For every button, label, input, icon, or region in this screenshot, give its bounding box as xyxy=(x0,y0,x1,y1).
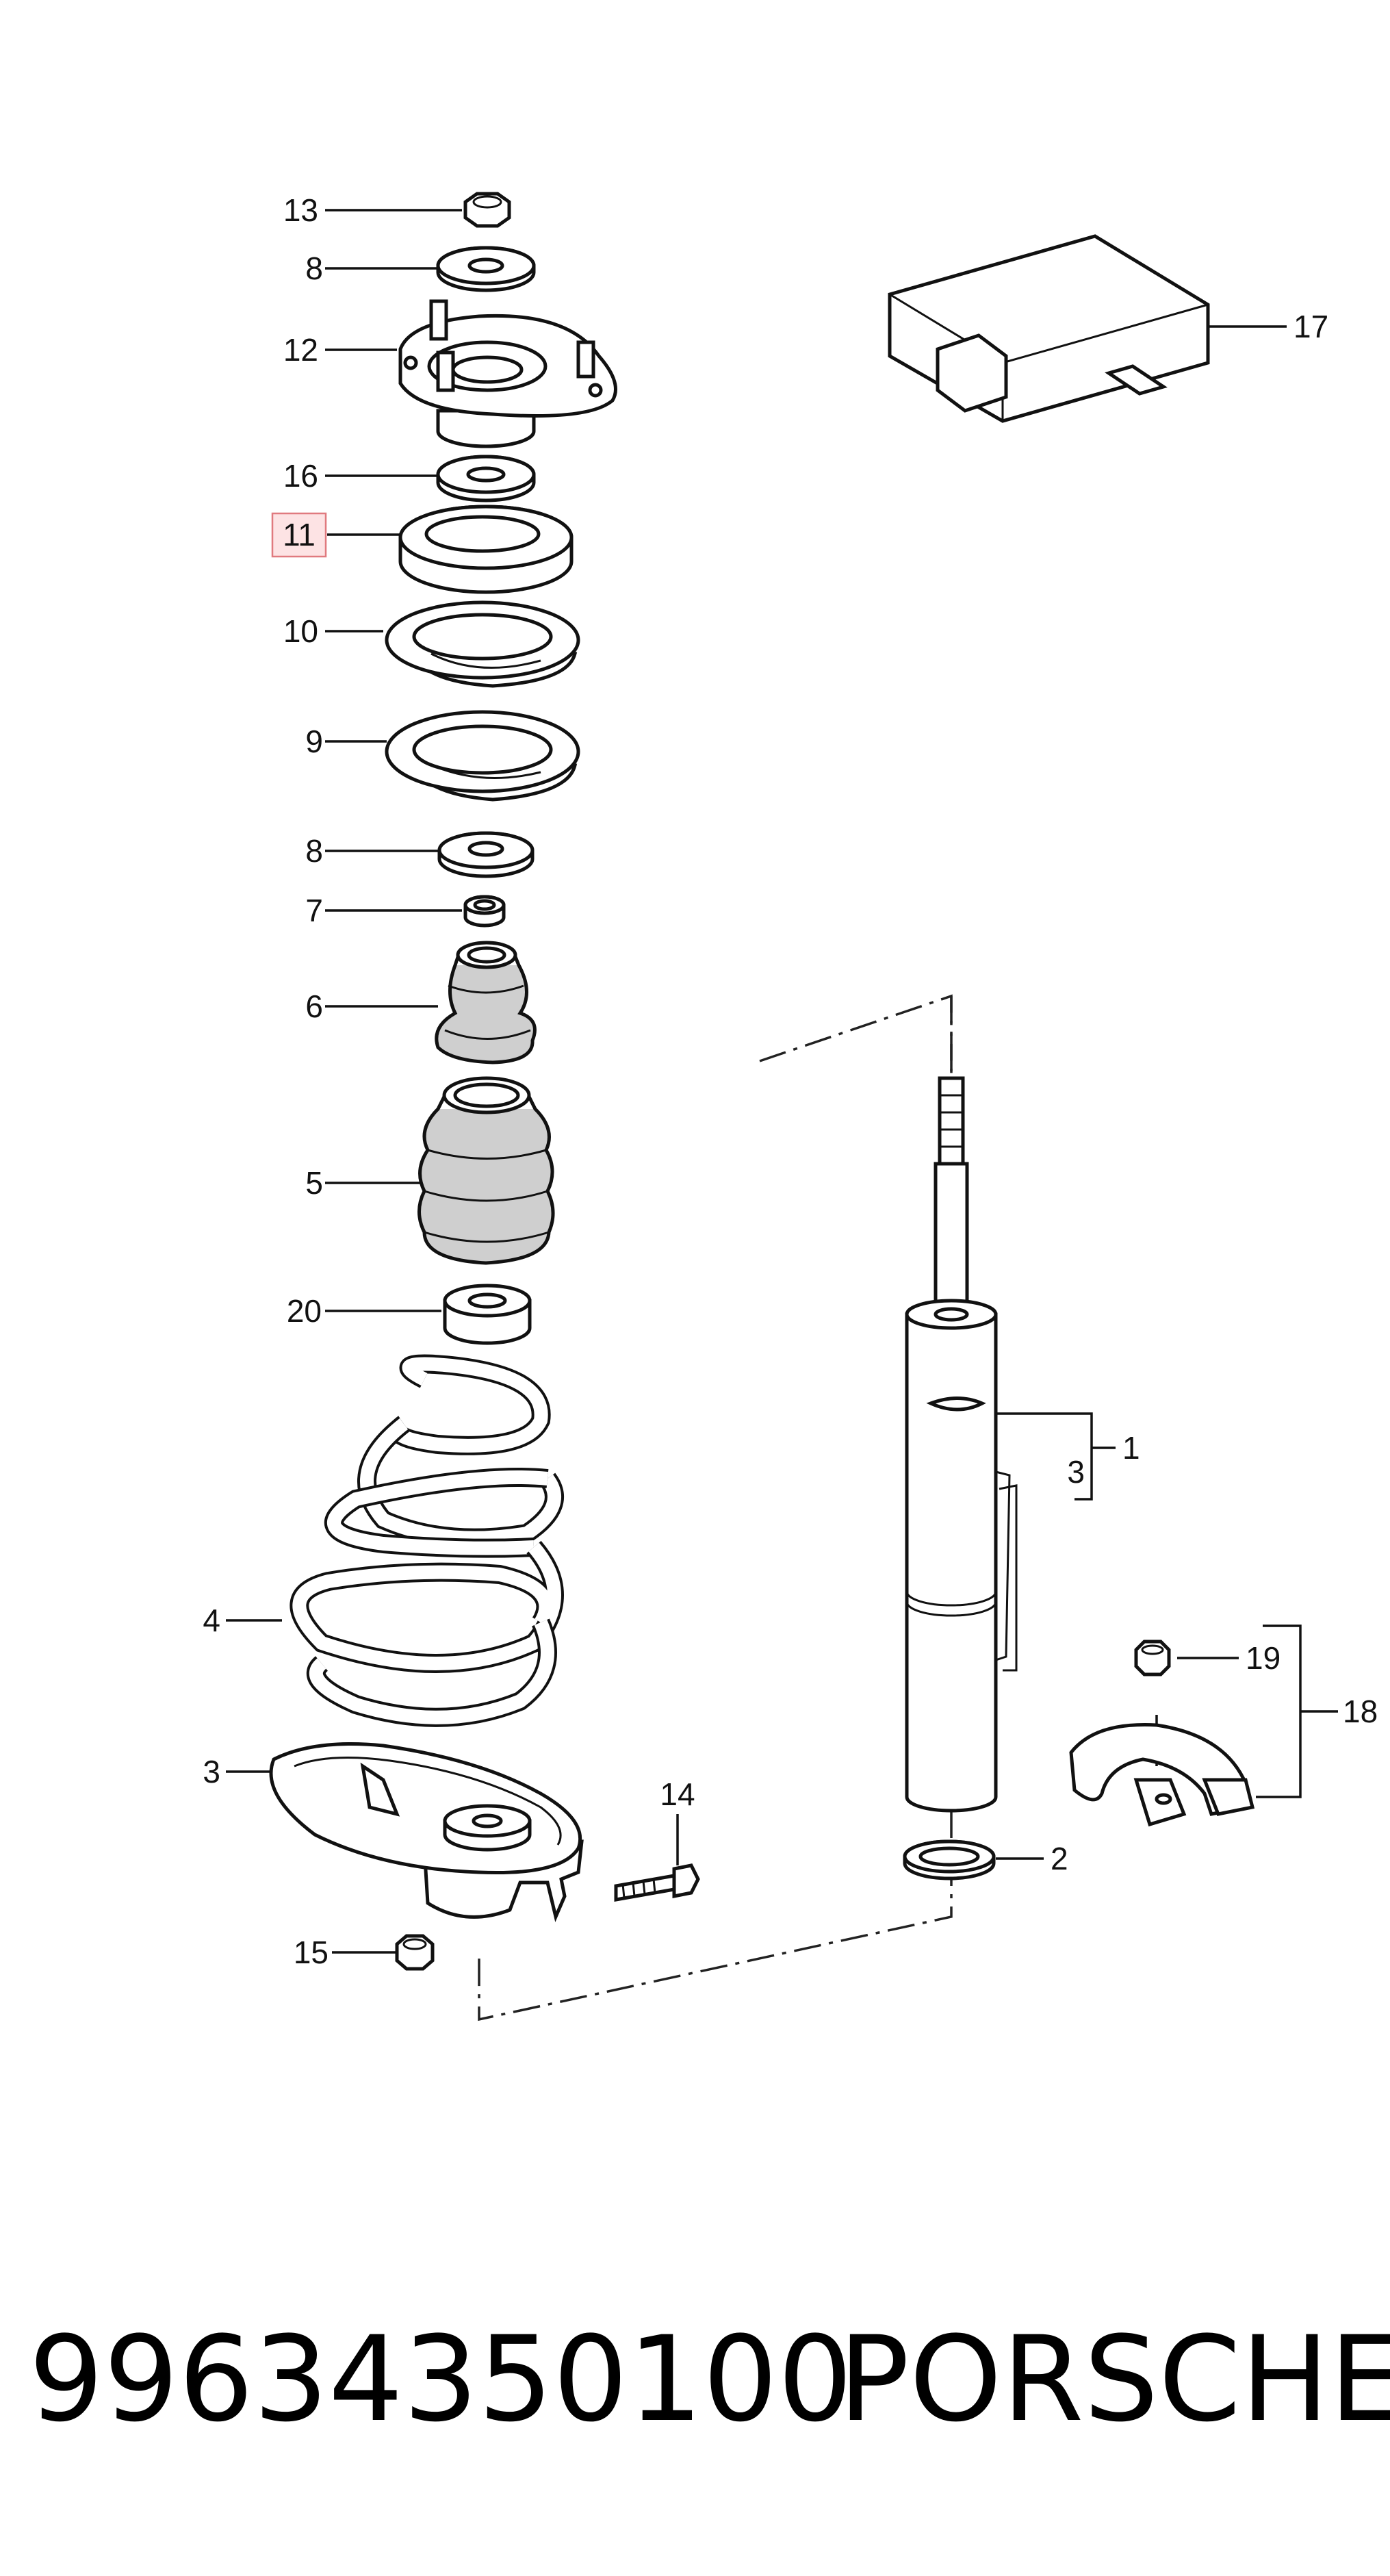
part-2-washer xyxy=(903,1839,996,1880)
callout-3-seat[interactable]: 3 xyxy=(203,1754,220,1789)
brand-name: PORSCHE xyxy=(838,2310,1390,2448)
part-16-washer xyxy=(436,455,536,502)
callout-1[interactable]: 1 xyxy=(1122,1430,1140,1466)
part-4-coil-spring xyxy=(289,1354,564,1727)
part-7-bush xyxy=(463,895,506,928)
callout-7[interactable]: 7 xyxy=(305,893,323,928)
part-13-nut xyxy=(463,192,511,228)
assembly-dash-line-top xyxy=(759,994,953,1078)
callout-8-top[interactable]: 8 xyxy=(305,251,323,286)
part-18-clamp xyxy=(1069,1723,1255,1827)
part-20-spacer xyxy=(443,1284,532,1345)
leader-lines xyxy=(226,209,1338,1954)
part-3-spring-seat xyxy=(269,1742,584,1922)
callout-8-lower[interactable]: 8 xyxy=(305,833,323,869)
part-11-bearing-ring xyxy=(398,505,574,594)
callout-18[interactable]: 18 xyxy=(1343,1694,1378,1729)
callout-5[interactable]: 5 xyxy=(305,1165,323,1201)
part-8-washer-lower xyxy=(437,831,535,878)
assembly-dash-line xyxy=(478,996,953,2022)
part-17-control-unit xyxy=(888,234,1210,423)
callout-12[interactable]: 12 xyxy=(283,332,318,368)
callout-3-shock[interactable]: 3 xyxy=(1067,1454,1085,1490)
callout-11-highlight xyxy=(271,512,327,558)
callout-6[interactable]: 6 xyxy=(305,989,323,1024)
callout-20[interactable]: 20 xyxy=(287,1293,322,1329)
part-15-nut xyxy=(395,1934,435,1971)
callout-2[interactable]: 2 xyxy=(1051,1841,1068,1876)
part-10-spring-pad xyxy=(385,600,580,688)
part-12-top-mount xyxy=(398,299,617,448)
part-8-washer-top xyxy=(436,246,536,292)
callout-15[interactable]: 15 xyxy=(294,1935,329,1970)
callout-14[interactable]: 14 xyxy=(660,1776,695,1812)
callout-17[interactable]: 17 xyxy=(1294,309,1328,344)
part-14-bolt xyxy=(614,1863,700,1902)
callout-10[interactable]: 10 xyxy=(283,613,318,649)
part-5-boot xyxy=(417,1076,555,1265)
callout-16[interactable]: 16 xyxy=(283,458,318,494)
part-6-bump-stop xyxy=(435,941,537,1064)
part-number: 99634350100 xyxy=(29,2310,853,2448)
callout-11[interactable]: 11 xyxy=(283,517,316,552)
part-19-nut xyxy=(1134,1640,1171,1676)
part-1-shock-absorber xyxy=(905,1076,1018,1813)
callout-19[interactable]: 19 xyxy=(1246,1640,1280,1676)
callout-13[interactable]: 13 xyxy=(283,192,318,228)
callout-labels: 13 8 12 16 11 10 9 8 7 6 5 20 4 3 15 14 … xyxy=(203,192,1378,1970)
callout-4[interactable]: 4 xyxy=(203,1603,220,1638)
callout-9[interactable]: 9 xyxy=(305,724,323,759)
part-9-spring-pad xyxy=(385,710,580,802)
